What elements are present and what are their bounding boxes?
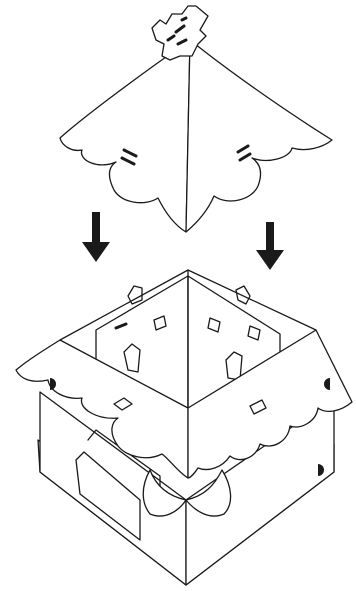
box-tab-right-back bbox=[236, 286, 250, 304]
roof-piece bbox=[60, 6, 332, 232]
down-arrow-icon bbox=[82, 212, 110, 262]
down-arrow-right bbox=[256, 222, 284, 270]
down-arrow-left bbox=[82, 212, 110, 262]
roof-right-panel bbox=[186, 40, 332, 232]
down-arrow-icon bbox=[256, 222, 284, 270]
roof-top-slot-4 bbox=[182, 18, 186, 20]
roof-left-panel bbox=[60, 40, 190, 232]
base-box bbox=[16, 270, 352, 585]
